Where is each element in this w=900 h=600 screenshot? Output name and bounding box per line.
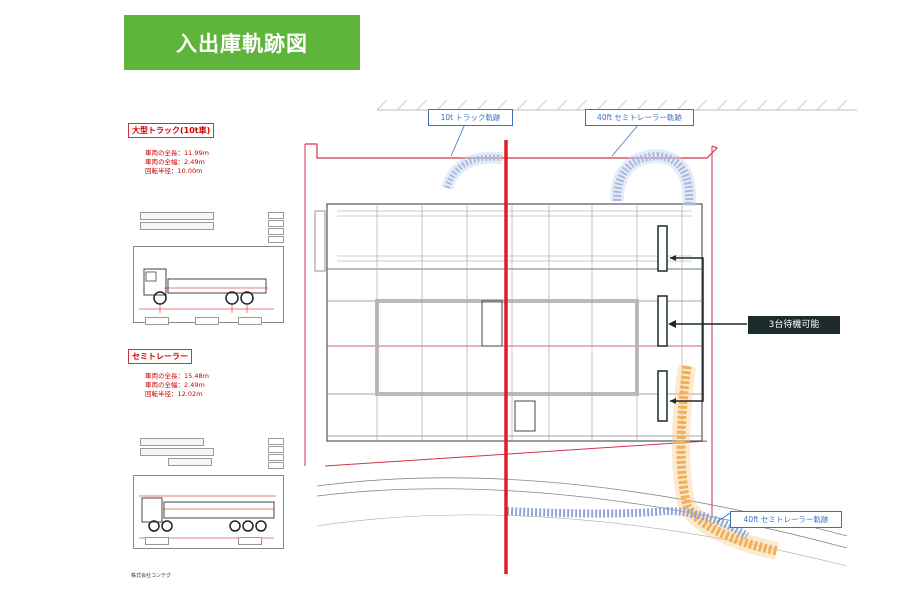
truck-dimension-box	[145, 317, 169, 325]
truck-form-field	[268, 220, 284, 227]
truck-path-callout: 10t トラック軌跡	[428, 109, 513, 126]
trailer-form-row	[168, 458, 212, 466]
truck-form-field	[268, 212, 284, 219]
truck-side-view	[139, 268, 274, 313]
trailer-form-row	[140, 448, 214, 456]
truck-dimension-box	[195, 317, 219, 325]
trailer-diagram-box	[133, 475, 284, 549]
trailer-path-callout-bottom: 40ft セミトレーラー軌跡	[730, 511, 842, 528]
truck-form-field	[268, 236, 284, 243]
trailer-form-field	[268, 462, 284, 469]
trailer-dimension-box	[238, 537, 262, 545]
truck-spec-radius: 回転半径：10.00m	[145, 167, 203, 175]
title-banner: 入出庫軌跡図	[124, 15, 360, 70]
trailer-form-field	[268, 446, 284, 453]
trailer-form-field	[268, 438, 284, 445]
truck-form-row	[140, 222, 214, 230]
truck-dimension-box	[238, 317, 262, 325]
truck-spec-length: 車両の全長：11.99m	[145, 149, 209, 157]
page-title: 入出庫軌跡図	[176, 32, 308, 56]
waiting-capacity-callout: 3台待機可能	[748, 316, 840, 334]
site-plan-drawing: 10t トラック軌跡 40ft セミトレーラー軌跡 3台待機可能 40ft セミ…	[287, 96, 860, 576]
trailer-dimension-box	[145, 537, 169, 545]
trailer-spec-width: 車両の全幅：2.49m	[145, 381, 205, 389]
truck-form-field	[268, 228, 284, 235]
truck-form-row	[140, 212, 214, 220]
trailer-heading: セミトレーラー	[128, 349, 192, 364]
trailer-form-field	[268, 454, 284, 461]
truck-heading: 大型トラック(10t車)	[128, 123, 215, 138]
truck-diagram-box	[133, 246, 284, 323]
truck-spec-width: 車両の全幅：2.49m	[145, 158, 205, 166]
site-plan-lines	[304, 99, 857, 574]
trailer-path-callout-top: 40ft セミトレーラー軌跡	[585, 109, 694, 126]
trailer-form-row	[140, 438, 204, 446]
trailer-spec-length: 車両の全長：15.48m	[145, 372, 209, 380]
publisher-label: 株式会社コンテグ	[131, 573, 172, 579]
vehicle-spec-panel: 大型トラック(10t車) 車両の全長：11.99m 車両の全幅：2.49m 回転…	[120, 115, 288, 579]
trailer-spec-radius: 回転半径：12.02m	[145, 390, 203, 398]
